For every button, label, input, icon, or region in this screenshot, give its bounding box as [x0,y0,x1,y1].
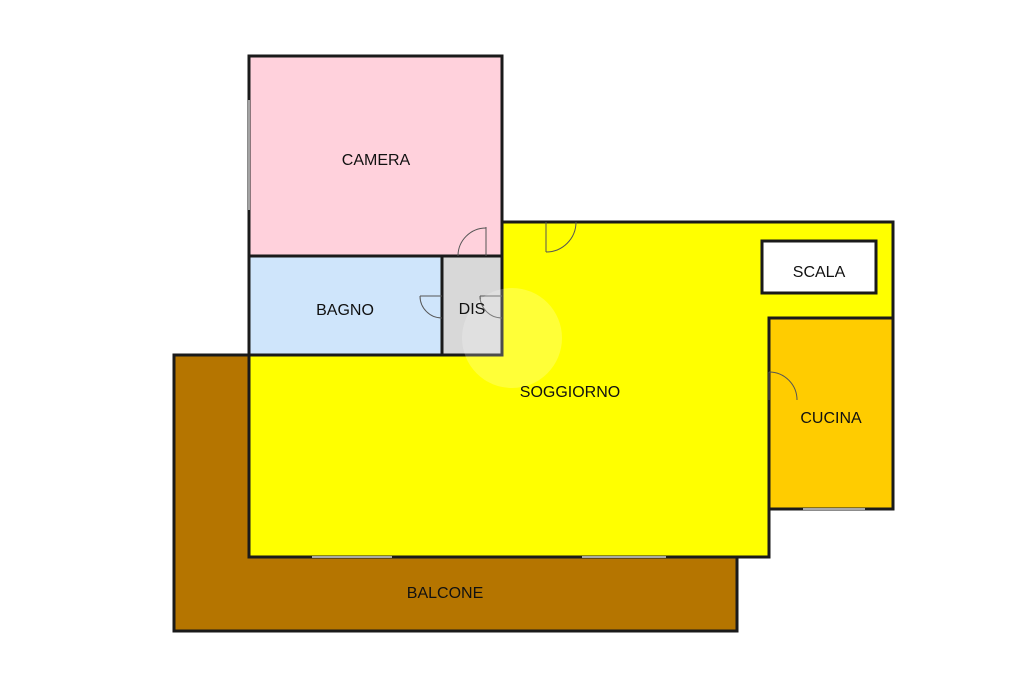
camera-label: CAMERA [342,152,411,169]
dis-label: DIS [459,301,486,318]
watermark-logo [462,288,562,388]
window-marks [248,100,865,558]
door-swings [419,221,798,401]
dis-area [440,254,504,357]
balcone-label: BALCONE [407,585,483,602]
bagno-label: BAGNO [316,302,374,319]
soggiorno-label: SOGGIORNO [520,384,620,401]
scala-area [760,239,878,295]
cucina-label: CUCINA [800,410,862,427]
bagno-area [247,254,444,357]
cucina-area [767,316,895,511]
scala-label: SCALA [793,264,846,281]
